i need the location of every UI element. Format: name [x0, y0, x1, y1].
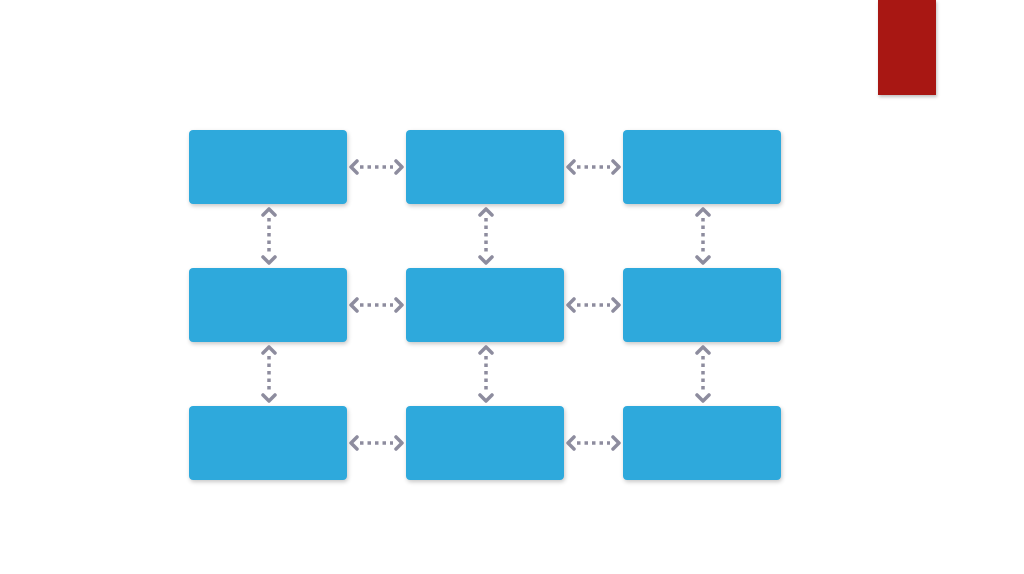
diagram-box-r3-c2	[406, 406, 564, 480]
diagram-box-r1-c1	[189, 130, 347, 204]
diagram-box-r2-c3	[623, 268, 781, 342]
connector-h-r3-c2-c3	[566, 435, 621, 451]
connector-h-r2-c2-c3	[566, 297, 621, 313]
connector-h-r1-c2-c3	[566, 159, 621, 175]
connector-h-r1-c1-c2	[349, 159, 404, 175]
diagram-box-r1-c2	[406, 130, 564, 204]
diagram-box-r2-c2	[406, 268, 564, 342]
connector-v-c1-r2-r3	[261, 345, 277, 403]
connector-h-r2-c1-c2	[349, 297, 404, 313]
connector-v-c3-r1-r2	[695, 207, 711, 265]
diagram-box-r1-c3	[623, 130, 781, 204]
connector-v-c2-r1-r2	[478, 207, 494, 265]
connector-v-c1-r1-r2	[261, 207, 277, 265]
connector-h-r3-c1-c2	[349, 435, 404, 451]
connector-v-c3-r2-r3	[695, 345, 711, 403]
diagram-box-r2-c1	[189, 268, 347, 342]
connector-v-c2-r2-r3	[478, 345, 494, 403]
diagram-box-r3-c3	[623, 406, 781, 480]
accent-bar	[878, 0, 936, 95]
diagram-box-r3-c1	[189, 406, 347, 480]
